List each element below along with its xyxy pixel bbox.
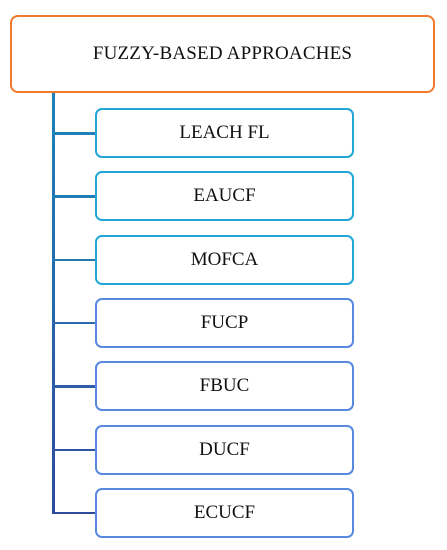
branch-connector [52,511,96,515]
child-node: LEACH FL [95,108,354,158]
child-node: DUCF [95,424,354,475]
child-node-label: FBUC [199,375,250,397]
branch-connector [52,132,96,135]
root-node: FUZZY-BASED APPROACHES [10,15,435,93]
branch-connector [52,258,96,262]
child-node: FBUC [95,361,354,412]
child-node-label: FUCP [200,311,249,333]
child-node-label: LEACH FL [179,122,270,143]
child-node-label: MOFCA [190,248,259,270]
branch-connector [52,195,96,198]
tree-trunk-connector [52,93,55,514]
child-node-label: ECUCF [193,501,256,523]
child-node: MOFCA [95,234,354,285]
branch-connector [52,448,96,451]
branch-connector [52,385,96,388]
child-node-label: DUCF [199,438,250,460]
child-node: EAUCF [95,171,354,222]
child-node-label: EAUCF [193,185,256,207]
branch-connector [52,321,96,325]
child-node: FUCP [95,297,354,348]
child-node: ECUCF [95,487,354,538]
root-node-label: FUZZY-BASED APPROACHES [92,43,353,64]
